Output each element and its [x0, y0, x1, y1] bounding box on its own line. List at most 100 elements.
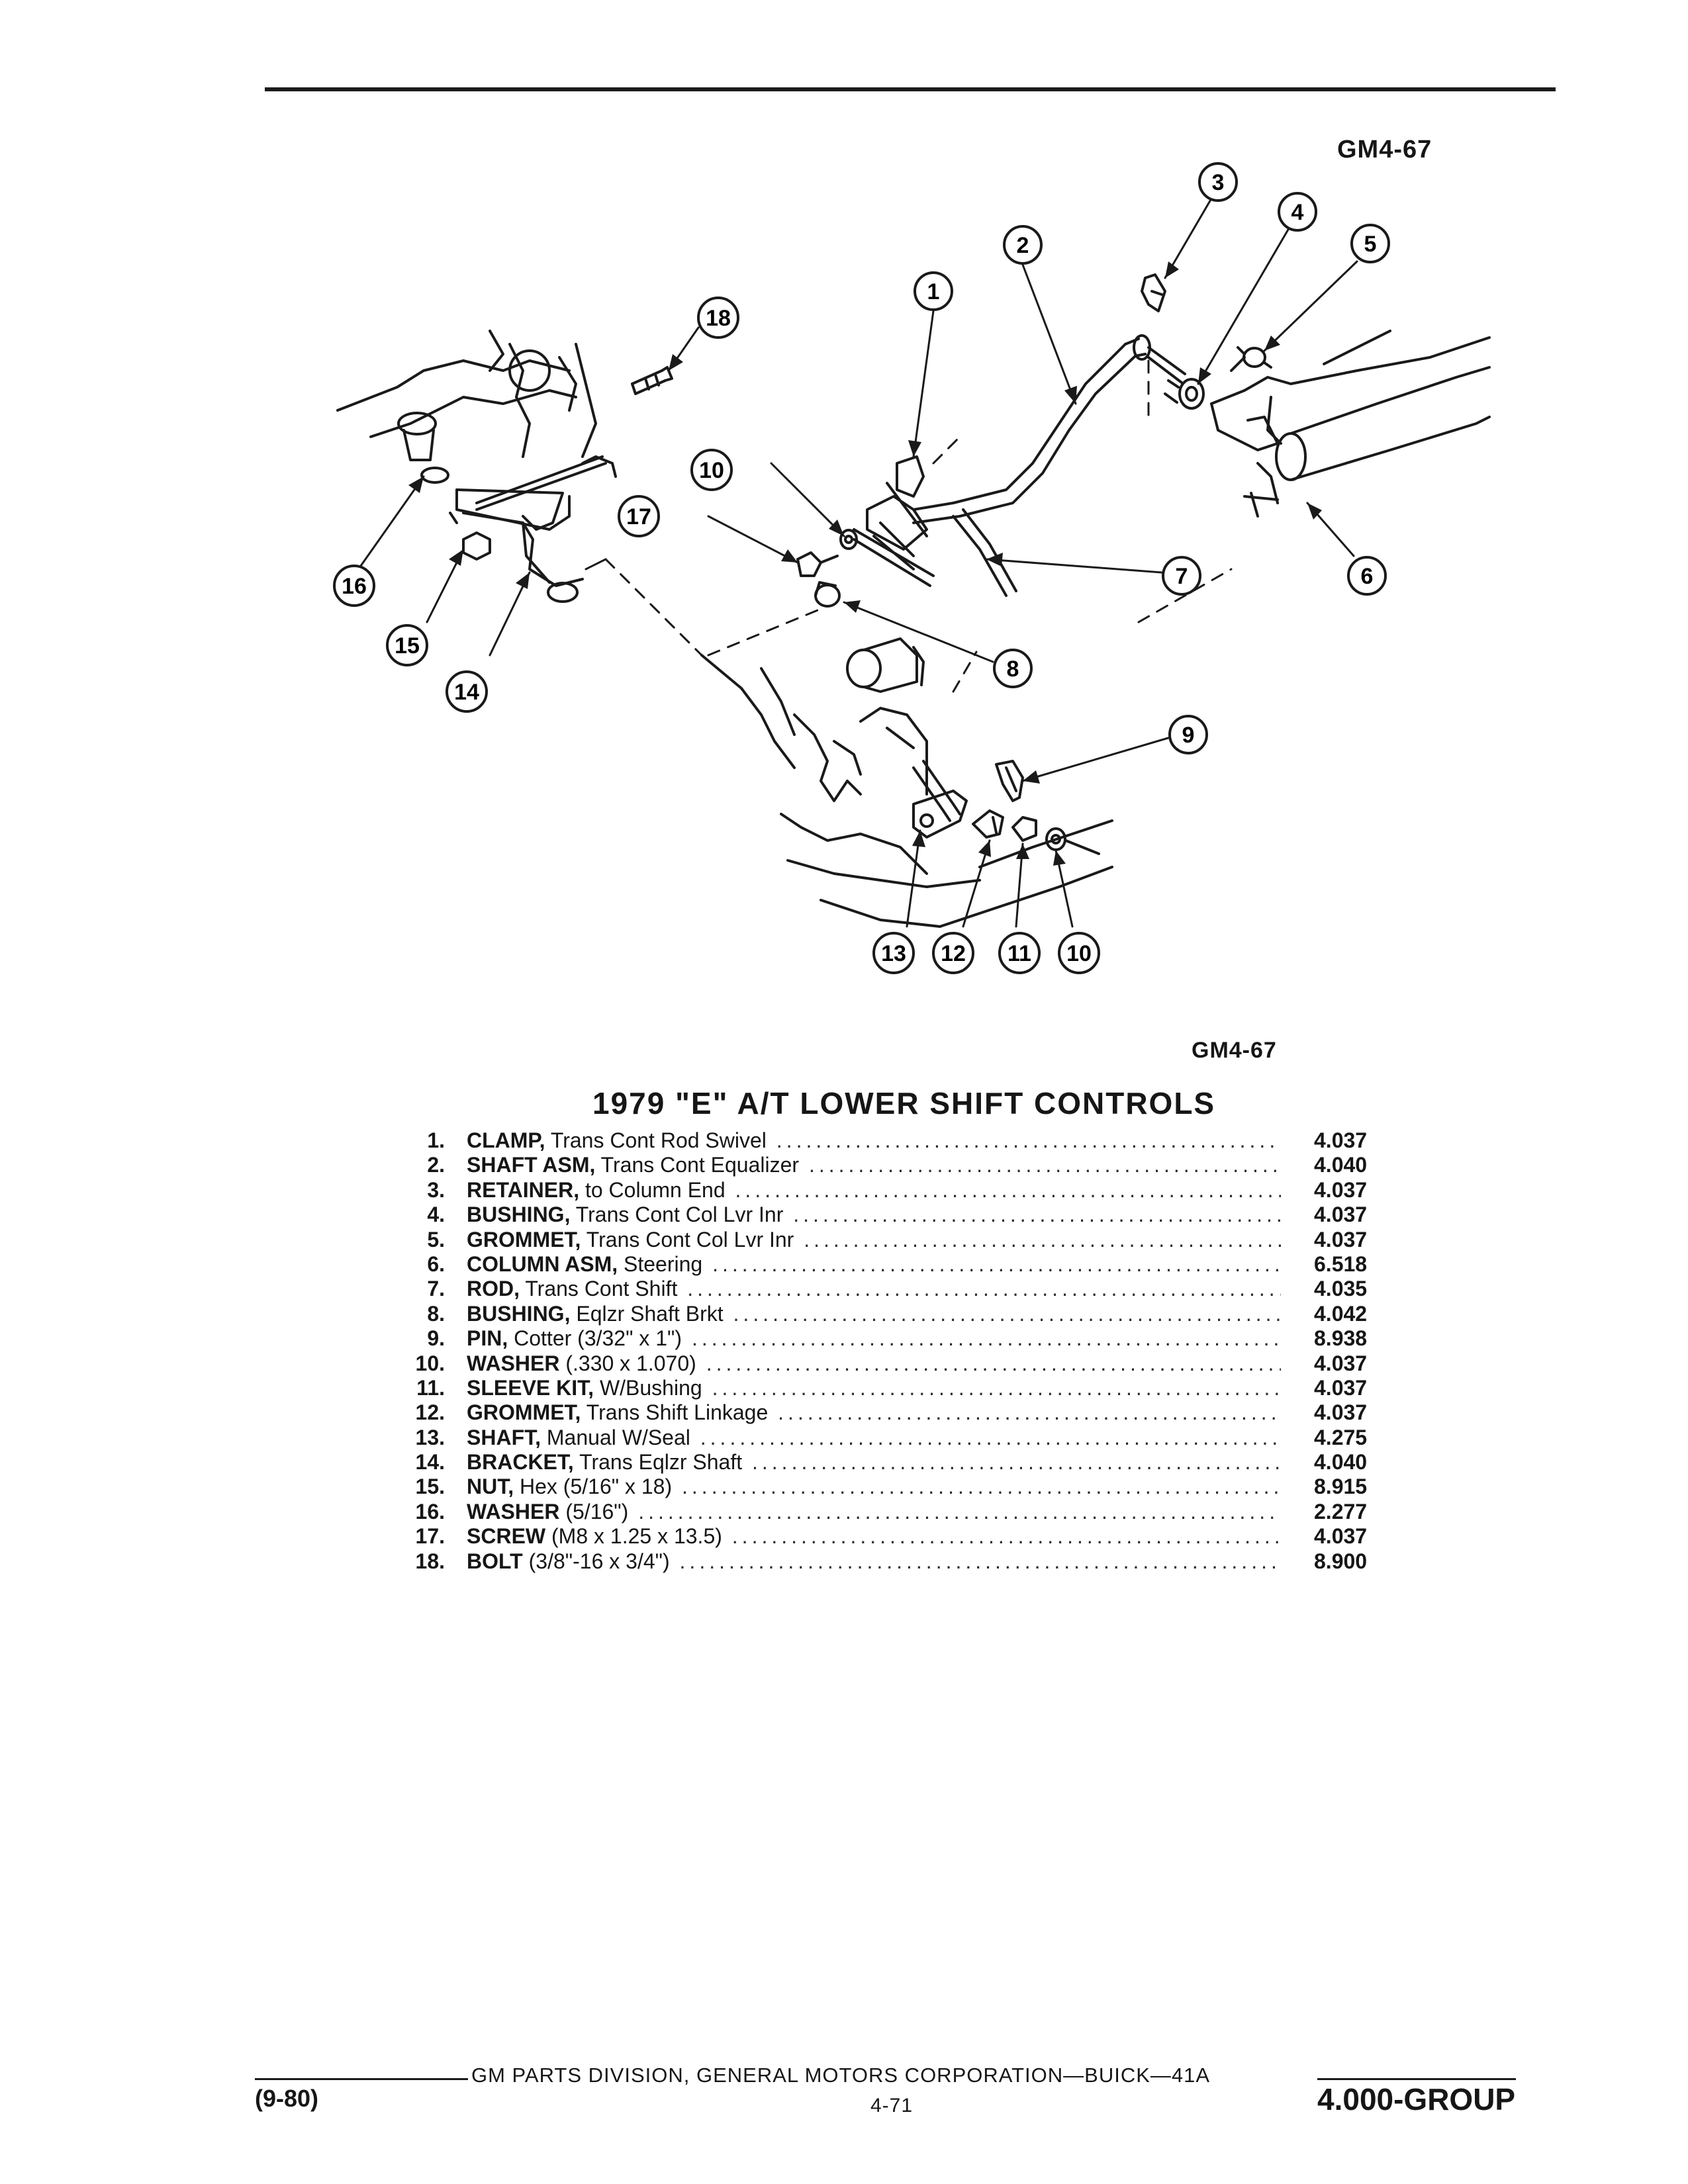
part-name: BRACKET, — [467, 1450, 574, 1475]
part-number: 4. — [427, 1203, 445, 1227]
part-row: 5.GROMMET, Trans Cont Col Lvr Inr ......… — [391, 1228, 1410, 1252]
column-bushings-drawing — [1164, 346, 1272, 410]
dot-leader: ........................................… — [706, 1351, 1281, 1375]
svg-text:15: 15 — [395, 633, 420, 659]
part-name: BUSHING, — [467, 1301, 571, 1326]
figure-code-top: GM4-67 — [1337, 136, 1432, 163]
part-row: 12.GROMMET, Trans Shift Linkage ........… — [391, 1400, 1410, 1425]
part-detail: to Column End — [585, 1177, 726, 1202]
retainer-drawing — [1141, 273, 1166, 312]
svg-text:14: 14 — [454, 680, 479, 705]
part-description: BOLT (3/8"-16 x 3/4") ..................… — [467, 1549, 1281, 1574]
part-description: WASHER (5/16") .........................… — [467, 1500, 1281, 1524]
group-code: 4.037 — [1314, 1351, 1368, 1375]
callout-1: 1 — [914, 271, 953, 311]
part-row: 14.BRACKET, Trans Eqlzr Shaft ..........… — [391, 1450, 1410, 1475]
part-number: 8. — [427, 1301, 445, 1326]
group-code: 2.277 — [1314, 1499, 1368, 1524]
callout-7: 7 — [1162, 556, 1201, 596]
part-name: WASHER — [467, 1351, 560, 1375]
svg-text:13: 13 — [881, 941, 906, 966]
dot-leader: ........................................… — [793, 1203, 1281, 1227]
dot-leader: ........................................… — [776, 1128, 1281, 1152]
part-name: BUSHING, — [467, 1203, 571, 1227]
footer-division: GM PARTS DIVISION, GENERAL MOTORS CORPOR… — [471, 2064, 1211, 2087]
part-detail: Eqlzr Shaft Brkt — [576, 1301, 724, 1326]
part-description: BUSHING, Trans Cont Col Lvr Inr ........… — [467, 1203, 1281, 1227]
part-detail: Trans Cont Rod Swivel — [550, 1128, 767, 1152]
svg-text:9: 9 — [1182, 723, 1195, 748]
part-detail: Trans Cont Equalizer — [600, 1153, 800, 1177]
callout-15: 15 — [386, 624, 428, 666]
footer-page-number: 4-71 — [870, 2095, 914, 2116]
group-code: 8.900 — [1314, 1549, 1368, 1573]
part-row: 11. SLEEVE KIT, W/Bushing ...............… — [391, 1376, 1410, 1400]
callout-markers: 1 2 3 4 5 6 7 8 9 10 17 18 16 15 14 13 1… — [333, 162, 1390, 974]
part-description: COLUMN ASM, Steering ...................… — [467, 1252, 1281, 1277]
svg-text:11: 11 — [1008, 941, 1031, 966]
part-description: SHAFT ASM, Trans Cont Equalizer ........… — [467, 1153, 1281, 1177]
dot-leader: ........................................… — [691, 1326, 1281, 1351]
part-row: 3. RETAINER, to Column End ..............… — [391, 1178, 1410, 1203]
part-number: 14. — [415, 1450, 445, 1475]
callout-10-lower: 10 — [1058, 932, 1100, 974]
callout-arrowheads — [408, 261, 1322, 866]
part-number: 11. — [416, 1375, 445, 1400]
part-number: 1. — [427, 1128, 445, 1152]
part-detail: Steering — [624, 1251, 703, 1276]
footer-rule-right — [1317, 2078, 1516, 2080]
group-code: 4.040 — [1314, 1450, 1368, 1475]
part-number: 12. — [415, 1400, 445, 1425]
part-name: RETAINER, — [467, 1177, 580, 1202]
part-detail: (.330 x 1.070) — [565, 1351, 696, 1375]
part-description: PIN, Cotter (3/32" x 1") ...............… — [467, 1326, 1281, 1351]
part-name: CLAMP, — [467, 1128, 545, 1152]
svg-text:16: 16 — [342, 574, 367, 599]
part-detail: (3/8"-16 x 3/4") — [528, 1549, 670, 1573]
group-code: 8.938 — [1314, 1326, 1368, 1351]
screw-washer-drawing — [796, 529, 858, 577]
part-name: WASHER — [467, 1499, 560, 1524]
part-number: 3. — [427, 1177, 445, 1202]
svg-text:7: 7 — [1176, 564, 1188, 589]
svg-text:18: 18 — [706, 306, 731, 331]
group-code: 4.037 — [1314, 1203, 1368, 1227]
dot-leader: ........................................… — [731, 1524, 1281, 1549]
part-detail: Trans Cont Col Lvr Inr — [586, 1227, 794, 1251]
group-code: 4.037 — [1314, 1128, 1368, 1152]
part-description: SHAFT, Manual W/Seal ...................… — [467, 1426, 1281, 1450]
part-description: CLAMP, Trans Cont Rod Swivel ...........… — [467, 1128, 1281, 1153]
part-name: PIN, — [467, 1326, 508, 1351]
part-number: 6. — [427, 1251, 445, 1276]
svg-text:5: 5 — [1364, 232, 1377, 257]
group-code: 4.042 — [1314, 1301, 1368, 1326]
group-code: 8.915 — [1314, 1475, 1368, 1499]
part-detail: (5/16") — [565, 1499, 629, 1524]
part-description: SLEEVE KIT, W/Bushing ..................… — [467, 1376, 1281, 1400]
part-description: BUSHING, Eqlzr Shaft Brkt ..............… — [467, 1302, 1281, 1326]
part-row: 10. WASHER (.330 x 1.070) ...............… — [391, 1351, 1410, 1376]
dot-leader: ........................................… — [735, 1177, 1281, 1202]
svg-text:2: 2 — [1017, 233, 1029, 258]
group-code: 4.275 — [1314, 1425, 1368, 1449]
part-number: 10. — [415, 1351, 445, 1375]
callout-18: 18 — [697, 296, 739, 339]
dot-leader: ........................................… — [752, 1450, 1281, 1475]
lower-linkage-drawing — [912, 760, 1100, 855]
footer-rule-left — [255, 2078, 468, 2080]
part-detail: (M8 x 1.25 x 13.5) — [551, 1524, 722, 1549]
part-name: BOLT — [467, 1549, 523, 1573]
callout-9: 9 — [1168, 715, 1208, 754]
svg-text:3: 3 — [1212, 170, 1225, 195]
transmission-bracket-drawing — [336, 330, 617, 603]
group-code: 4.035 — [1314, 1277, 1368, 1301]
figure-code-bottom: GM4-67 — [1192, 1038, 1277, 1063]
group-code: 6.518 — [1314, 1251, 1368, 1276]
callout-13: 13 — [872, 932, 915, 974]
part-row: 17.SCREW (M8 x 1.25 x 13.5) ............… — [391, 1524, 1410, 1549]
part-name: SCREW — [467, 1524, 546, 1549]
group-code: 4.037 — [1314, 1177, 1368, 1202]
part-number: 15. — [415, 1475, 445, 1499]
part-row: 2.SHAFT ASM, Trans Cont Equalizer ......… — [391, 1153, 1410, 1177]
dot-leader: ........................................… — [778, 1400, 1281, 1425]
